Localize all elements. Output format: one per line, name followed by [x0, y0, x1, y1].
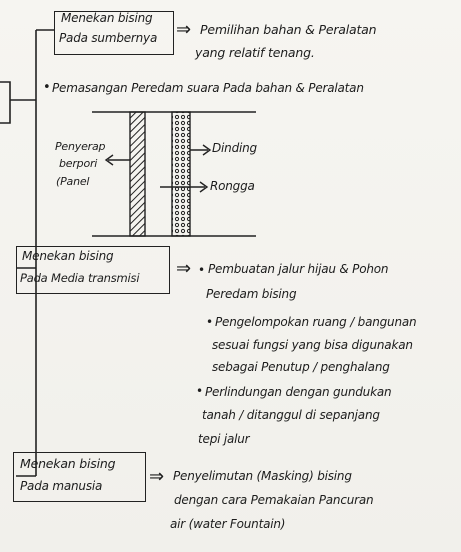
- b2-line2: sesuai fungsi yang bisa digunakan: [212, 338, 413, 352]
- source-text-line1: Pemilihan bahan & Peralatan: [200, 22, 377, 37]
- label-penyerap-3: (Panel: [56, 175, 90, 188]
- box-transmission: [16, 246, 170, 294]
- b3-line1: Perlindungan dengan gundukan: [205, 385, 392, 399]
- b2-line3: sebagai Penutup / penghalang: [212, 360, 390, 374]
- bullet-2c: •: [196, 384, 203, 398]
- box-human: [13, 452, 146, 502]
- source-bullet-text: Pemasangan Peredam suara Pada bahan & Pe…: [52, 81, 364, 95]
- b3-line3: tepi jalur: [198, 432, 250, 446]
- wall-diagram: [92, 111, 256, 237]
- label-rongga: Rongga: [210, 179, 255, 193]
- human-text-line3: air (water Fountain): [170, 517, 286, 531]
- b1-line1: Pembuatan jalur hijau & Pohon: [208, 262, 389, 276]
- box-source: [54, 11, 174, 55]
- box-human-line2: Pada manusia: [20, 479, 103, 493]
- bullet-2b: •: [206, 315, 213, 329]
- bullet-1: •: [43, 80, 51, 95]
- arrow-1: ⇒: [176, 19, 191, 40]
- absorber-panel: [129, 111, 146, 237]
- box-transmission-line2: Pada Media transmisi: [20, 271, 140, 285]
- b2-line1: Pengelompokan ruang / bangunan: [215, 315, 417, 329]
- tree-lines: [0, 29, 55, 477]
- box-human-line1: Menekan bising: [20, 456, 116, 471]
- arrow-3: ⇒: [149, 466, 164, 487]
- human-text-line2: dengan cara Pemakaian Pancuran: [174, 493, 374, 507]
- arrow-2: ⇒: [176, 258, 191, 279]
- label-penyerap-2: berpori: [59, 157, 98, 170]
- label-penyerap-1: Penyerap: [55, 140, 106, 153]
- wall: [171, 111, 191, 237]
- bullet-2a: •: [198, 263, 205, 277]
- b1-line2: Peredam bising: [206, 287, 297, 301]
- label-dinding: Dinding: [212, 141, 257, 155]
- b3-line2: tanah / ditanggul di sepanjang: [202, 408, 380, 422]
- source-text-line2: yang relatif tenang.: [195, 45, 315, 60]
- box-source-line2: Pada sumbernya: [59, 31, 158, 45]
- box-transmission-line1: Menekan bising: [22, 249, 114, 263]
- box-source-line1: Menekan bising: [61, 11, 153, 25]
- human-text-line1: Penyelimutan (Masking) bising: [173, 469, 352, 483]
